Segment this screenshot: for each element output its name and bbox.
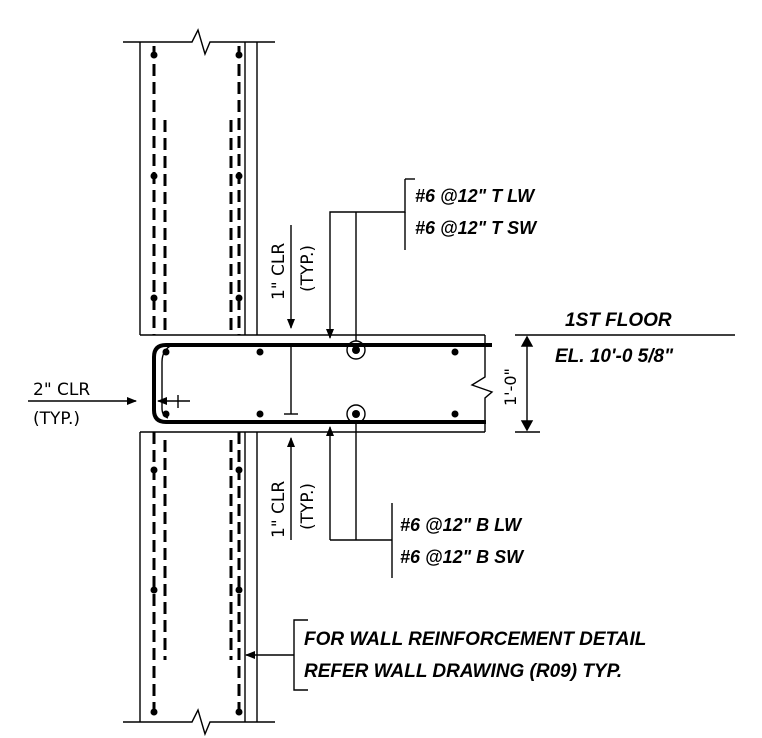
- floor-elevation: EL. 10'-0 5/8": [555, 346, 674, 367]
- wall-note-line-1: FOR WALL REINFORCEMENT DETAIL: [304, 629, 646, 650]
- break-line-top: [123, 28, 275, 57]
- top-clear-label: 1" CLR: [269, 243, 289, 300]
- slab-hook-lines: [161, 344, 179, 419]
- floor-name: 1ST FLOOR: [565, 310, 672, 331]
- wall-rebar-dashed: [152, 46, 241, 720]
- bottom-bar-label-1: #6 @12" B LW: [400, 515, 523, 535]
- bottom-typ-label: (TYP.): [298, 483, 318, 530]
- break-line-bottom: [123, 708, 275, 737]
- bottom-bar-leaders: [326, 423, 393, 578]
- top-clear-dimension: [284, 225, 298, 415]
- side-clear-label: 2" CLR: [33, 380, 90, 400]
- top-bar-label-1: #6 @12" T LW: [415, 186, 536, 206]
- slab-u-bar: [152, 343, 492, 424]
- slab-bar-dots: [162, 348, 459, 418]
- bottom-clear-label: 1" CLR: [269, 481, 289, 538]
- slab-thickness-label: 1'-0": [501, 368, 520, 406]
- wall-note-line-2: REFER WALL DRAWING (R09) TYP.: [304, 661, 622, 682]
- top-bar-leaders: [326, 178, 415, 341]
- wall-note-leader: [245, 619, 308, 691]
- side-typ-label: (TYP.): [33, 409, 80, 429]
- top-typ-label: (TYP.): [298, 245, 318, 292]
- slab-thickness-dimension: [515, 334, 540, 433]
- slab-outline: [140, 334, 494, 433]
- top-bar-label-2: #6 @12" T SW: [415, 218, 538, 238]
- wall-bar-dots: [150, 51, 243, 716]
- wall-outline: [139, 42, 258, 722]
- bottom-bar-label-2: #6 @12" B SW: [400, 547, 525, 567]
